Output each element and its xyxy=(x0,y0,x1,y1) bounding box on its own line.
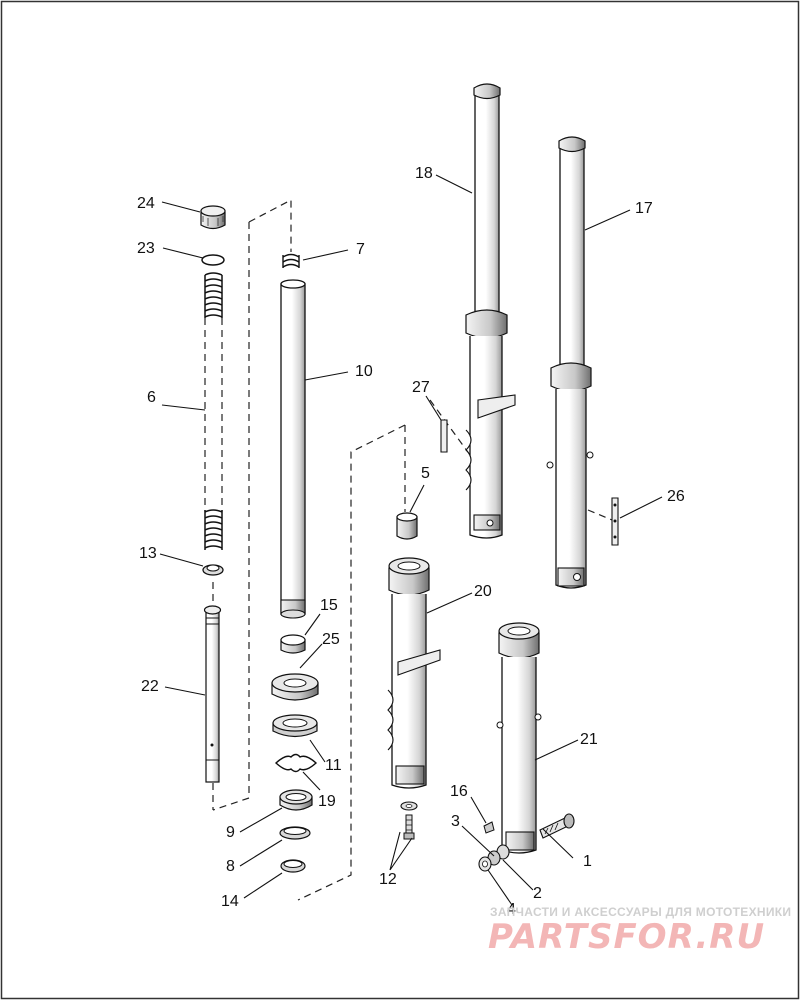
callout-4: 4 xyxy=(507,901,516,918)
dust-seal xyxy=(279,789,313,811)
callout-7: 7 xyxy=(356,241,365,258)
callout-17: 17 xyxy=(635,200,653,217)
rebound-spring xyxy=(282,253,300,268)
pin xyxy=(440,419,448,453)
reflector-bracket xyxy=(611,497,619,546)
callout-16: 16 xyxy=(450,783,468,800)
spring-seat-ring xyxy=(202,564,224,576)
callout-20: 20 xyxy=(474,583,492,600)
callout-27: 27 xyxy=(412,379,430,396)
o-ring xyxy=(201,254,225,266)
left-fork-assembly xyxy=(465,83,516,539)
retaining-clip xyxy=(274,753,318,773)
callout-19: 19 xyxy=(318,793,336,810)
assembly-lines xyxy=(204,199,613,901)
callout-3: 3 xyxy=(451,813,460,830)
callout-26: 26 xyxy=(667,488,685,505)
callout-6: 6 xyxy=(147,389,156,406)
callout-12: 12 xyxy=(379,871,397,888)
callout-18: 18 xyxy=(415,165,433,182)
slider-bushing xyxy=(280,634,306,654)
right-fork-slider xyxy=(496,622,542,854)
callout-numbers: 1 2 3 4 5 6 7 8 9 10 11 12 13 14 15 16 1… xyxy=(137,165,685,918)
damper-rod xyxy=(203,605,222,783)
leader-lines xyxy=(159,174,663,906)
axle-pinch-bolt xyxy=(539,813,575,839)
seal-ring xyxy=(279,826,311,840)
left-fork-slider xyxy=(387,557,441,789)
fork-cap-bolt xyxy=(200,205,226,230)
fork-spring xyxy=(204,272,223,550)
callout-22: 22 xyxy=(141,678,159,695)
callout-25: 25 xyxy=(322,631,340,648)
callout-21: 21 xyxy=(580,731,598,748)
callout-23: 23 xyxy=(137,240,155,257)
watermark: ЗАПЧАСТИ И АКСЕССУАРЫ ДЛЯ МОТОТЕХНИКИ PA… xyxy=(488,905,791,957)
snap-ring xyxy=(280,859,306,873)
callout-5: 5 xyxy=(421,465,430,482)
right-fork-assembly xyxy=(546,136,594,589)
inner-fork-tube xyxy=(280,279,306,619)
callout-13: 13 xyxy=(139,545,157,562)
washer-and-nuts xyxy=(478,844,510,872)
callout-1: 1 xyxy=(583,853,592,870)
callout-11: 11 xyxy=(325,757,342,774)
callout-8: 8 xyxy=(226,858,235,875)
oil-lock-piece xyxy=(396,512,418,540)
callout-15: 15 xyxy=(320,597,338,614)
watermark-tagline: ЗАПЧАСТИ И АКСЕССУАРЫ ДЛЯ МОТОТЕХНИКИ xyxy=(490,905,791,919)
small-screw xyxy=(483,821,495,834)
watermark-brand: PARTSFOR.RU xyxy=(488,917,765,957)
callout-10: 10 xyxy=(355,363,373,380)
callout-9: 9 xyxy=(226,824,235,841)
callout-24: 24 xyxy=(137,195,155,212)
seal-spacer xyxy=(271,673,319,701)
oil-seal xyxy=(272,714,318,738)
drain-bolt xyxy=(400,801,418,840)
callout-2: 2 xyxy=(533,885,542,902)
callout-14: 14 xyxy=(221,893,239,910)
